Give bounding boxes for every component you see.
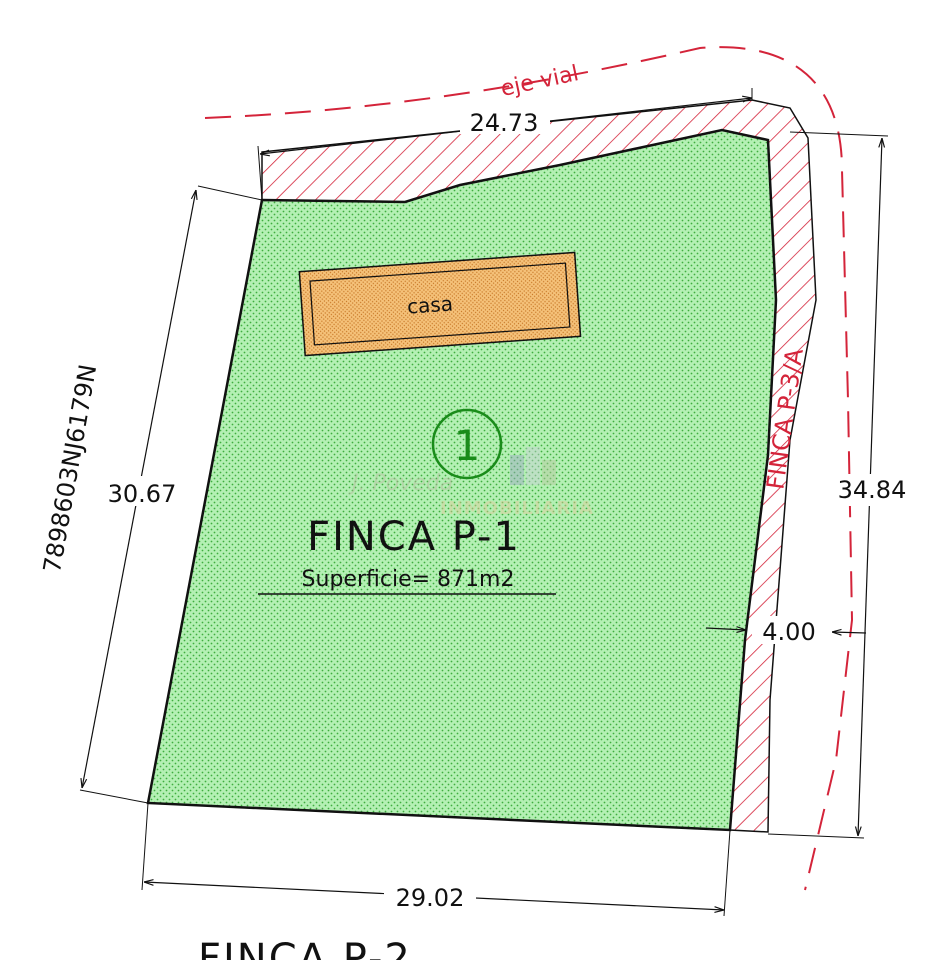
- dim-setback-arrow-right: [832, 632, 867, 633]
- dim-setback-arrow-left: [705, 628, 746, 630]
- neighbor-bottom-label: FINCA P-2: [198, 936, 412, 960]
- plot-area: Superficie= 871m2: [302, 567, 515, 592]
- dim-top-value: 24.73: [470, 109, 539, 137]
- dim-left-value: 30.67: [108, 480, 177, 508]
- dim-bottom-extension-left: [141, 802, 149, 891]
- dim-right-extension-bottom: [767, 833, 865, 839]
- cadastral-reference: 7898603NJ6179N: [38, 362, 102, 575]
- plot-number-circle: [431, 408, 503, 480]
- dim-bottom-value: 29.02: [396, 884, 465, 912]
- dim-right-value: 34.84: [838, 476, 907, 504]
- dim-left-extension-top: [197, 185, 263, 201]
- svg-text:J. Poveda: J. Poveda: [348, 471, 453, 496]
- dim-setback-value: 4.00: [762, 618, 815, 646]
- plot-finca-p1: [146, 128, 778, 832]
- watermark-logo: J. Poveda INMOBILIARIA: [348, 447, 594, 519]
- dim-right-extension-top: [789, 131, 889, 137]
- house-outline: [298, 251, 582, 357]
- dim-left-extension-bottom: [79, 789, 149, 804]
- road-label: eje vial: [499, 61, 581, 102]
- dim-bottom-extension-right: [723, 829, 731, 917]
- plot-number: 1: [454, 421, 481, 470]
- svg-text:INMOBILIARIA: INMOBILIARIA: [440, 498, 594, 519]
- house-label: casa: [406, 291, 453, 318]
- dim-top-extension-left: [257, 145, 263, 201]
- plot-name: FINCA P-1: [307, 514, 521, 560]
